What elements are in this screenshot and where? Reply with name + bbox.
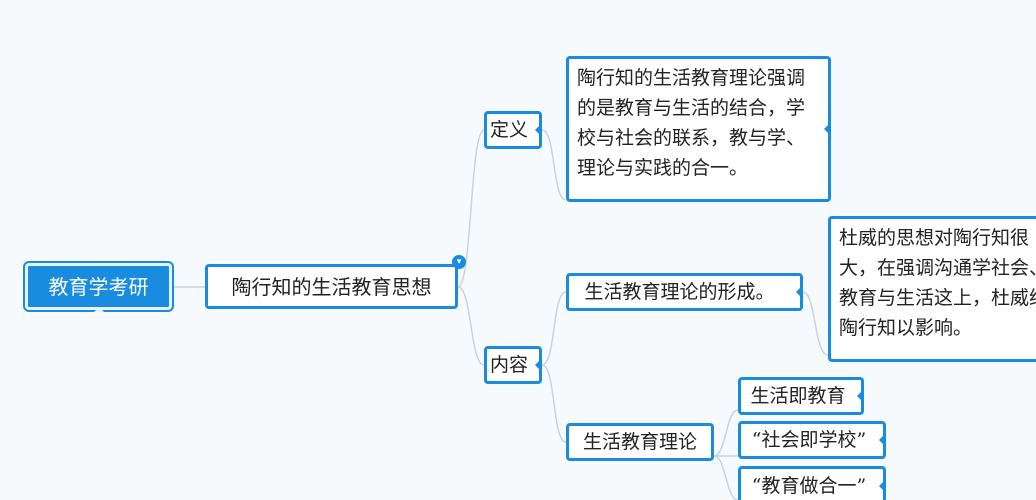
definition-note[interactable]: 陶行知的生活教育理论强调的是教育与生活的结合，学校与社会的联系，教与学、理论与实…: [566, 56, 831, 202]
subtopic-formation-label: 生活教育理论的形成。: [584, 281, 775, 303]
formation-note[interactable]: 杜威的思想对陶行知很大，在强调沟通学社会、教育与生活这上，杜威给陶行知以影响。: [828, 216, 1036, 362]
root-topic-label: 教育学考研: [48, 274, 149, 299]
link-content-theory: [541, 364, 567, 443]
subtopic-theory-label: 生活教育理论: [582, 431, 697, 453]
formation-note-text: 杜威的思想对陶行知很大，在强调沟通学社会、教育与生活这上，杜威给陶行知以影响。: [839, 227, 1036, 339]
note-marker-icon: [879, 481, 884, 491]
theory-item-label: “社会即学校”: [751, 429, 867, 451]
link-formation-note: [802, 291, 829, 356]
root-topic[interactable]: 教育学考研: [25, 263, 172, 310]
theory-item[interactable]: “教育做合一”: [738, 466, 886, 500]
definition-note-text: 陶行知的生活教育理论强调的是教育与生活的结合，学校与社会的联系，教与学、理论与实…: [577, 67, 806, 179]
subtopic-content[interactable]: 内容: [484, 346, 542, 384]
subtopic-content-label: 内容: [489, 354, 528, 376]
subtopic-formation[interactable]: 生活教育理论的形成。: [566, 273, 803, 311]
chevron-down-icon[interactable]: ▾: [452, 255, 466, 269]
subtopic-definition-label: 定义: [489, 119, 528, 141]
note-marker-icon: [796, 287, 801, 297]
note-marker-icon: [824, 124, 829, 134]
link-theory-item-1: [713, 409, 739, 457]
subtopic-theory[interactable]: 生活教育理论: [566, 423, 714, 461]
link-main-definition: [457, 129, 485, 288]
main-topic[interactable]: 陶行知的生活教育思想: [205, 264, 458, 309]
theory-item-label: “教育做合一”: [751, 475, 867, 498]
main-topic-label: 陶行知的生活教育思想: [231, 274, 432, 299]
subtopic-definition[interactable]: 定义: [484, 111, 542, 149]
root-tail-icon: [94, 307, 104, 312]
link-main-content: [457, 286, 485, 366]
note-marker-icon: [535, 360, 540, 370]
note-marker-icon: [535, 125, 540, 135]
link-content-formation: [541, 291, 567, 366]
theory-item[interactable]: 生活即教育: [738, 377, 864, 415]
theory-item[interactable]: “社会即学校”: [738, 421, 886, 459]
theory-item-label: 生活即教育: [750, 385, 846, 407]
link-definition-note: [541, 129, 567, 201]
link-theory-item-3: [713, 455, 739, 500]
note-marker-icon: [879, 435, 884, 445]
note-marker-icon: [857, 391, 862, 401]
